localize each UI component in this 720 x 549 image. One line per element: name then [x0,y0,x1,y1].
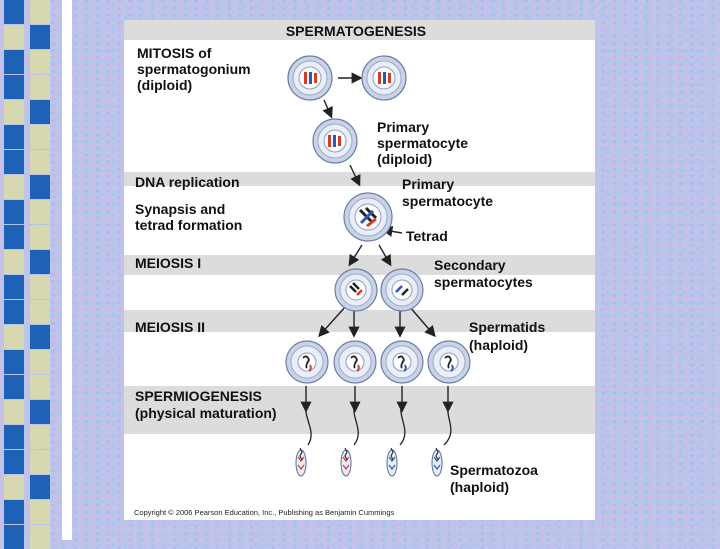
stripe-square [30,200,50,224]
stripe-square [4,400,24,424]
meiosis2-band [124,310,595,332]
stripe-square [4,100,24,124]
spermatid-cell-2 [333,340,377,384]
stage-synapsis-line2: tetrad formation [135,217,242,233]
stripe-square [4,250,24,274]
spermatozoon-2 [340,401,359,477]
stripe-square [4,350,24,374]
stripe-square [30,0,50,24]
stripe-square [4,300,24,324]
stripe-square [30,450,50,474]
arrow-meiosis2-4 [408,305,436,338]
meiosis1-band [124,255,595,275]
stripe-separator [62,0,72,540]
diagram-title: SPERMATOGENESIS [286,23,426,39]
stage-mitosis-line3: (diploid) [137,77,192,93]
stripe-square [30,125,50,149]
stage-spermiogenesis-line1: SPERMIOGENESIS [135,388,262,404]
spermatogonium-cell-1 [287,55,333,101]
stripe-square [4,525,24,549]
label-spermatids-line1: Spermatids [469,319,545,335]
stripe-square [30,525,50,549]
spermatozoon-3 [386,401,406,477]
stage-meiosis2: MEIOSIS II [135,319,205,335]
stripe-square [4,325,24,349]
stripe-square [4,200,24,224]
stripe-square [4,0,24,24]
stripe-square [30,425,50,449]
label-spermatozoa-line1: Spermatozoa [450,462,538,478]
spermatid-cell-3 [380,340,424,384]
arrow-dna-replication [349,164,361,187]
stage-mitosis-line1: MITOSIS of [137,45,212,61]
stripe-square [30,500,50,524]
stripe-square [30,225,50,249]
spermatogenesis-diagram: SPERMATOGENESIS MITOSIS of spermatogoniu… [124,20,595,517]
stripe-square [30,50,50,74]
stripe-square [4,25,24,49]
arrow-meiosis2-1 [318,305,347,338]
stage-mitosis-line2: spermatogonium [137,61,251,77]
stripe-square [4,275,24,299]
spermatid-cell-1 [285,340,329,384]
copyright-text: Copyright © 2006 Pearson Education, Inc.… [134,508,394,517]
stripe-square [4,75,24,99]
diagram-panel: SPERMATOGENESIS MITOSIS of spermatogoniu… [124,20,595,520]
stripe-square [4,375,24,399]
label-secondary-line2: spermatocytes [434,274,533,290]
stripe-square [4,475,24,499]
label-spermatids-line2: (haploid) [469,337,528,353]
decorative-stripe-strip [0,0,78,549]
label-tetrad: Tetrad [406,228,448,244]
label-primary1-line1: Primary [377,119,429,135]
stripe-square [4,125,24,149]
label-primary1-line2: spermatocyte [377,135,468,151]
stripe-square [30,350,50,374]
stripe-square [30,175,50,199]
label-primary2-line2: spermatocyte [402,193,493,209]
spermatid-cell-4 [427,340,471,384]
stripe-square [30,300,50,324]
stripe-square [4,500,24,524]
label-primary2-line1: Primary [402,176,454,192]
stripe-square [30,275,50,299]
stripe-square [30,150,50,174]
label-spermatozoa-line2: (haploid) [450,479,509,495]
stage-synapsis-line1: Synapsis and [135,201,225,217]
stripe-square [4,150,24,174]
stripe-square [4,450,24,474]
arrow-meiosis1-right [378,244,392,267]
stage-dna-replication: DNA replication [135,174,240,190]
tetrad-cell [343,192,393,242]
stripe-square [30,25,50,49]
spermatozoon-1 [295,401,312,477]
primary-spermatocyte-cell [312,118,358,164]
arrow-meiosis1-left [348,244,363,267]
stage-spermiogenesis-line2: (physical maturation) [135,405,277,421]
stripe-square [30,100,50,124]
stripe-square [4,225,24,249]
stripe-square [4,425,24,449]
stripe-square [30,325,50,349]
secondary-spermatocyte-cell-2 [380,268,424,312]
stripe-square [4,175,24,199]
stripe-square [30,250,50,274]
label-primary1-line3: (diploid) [377,151,432,167]
arrow-to-primary [322,99,333,119]
stripe-square [4,50,24,74]
stage-meiosis1: MEIOSIS I [135,255,201,271]
title-band [124,20,595,40]
secondary-spermatocyte-cell-1 [334,268,378,312]
stripe-square [30,400,50,424]
spermatozoon-4 [431,401,452,477]
stripe-square [30,375,50,399]
label-secondary-line1: Secondary [434,257,506,273]
spermatogonium-cell-2 [361,55,407,101]
stripe-square [30,475,50,499]
stripe-square [30,75,50,99]
